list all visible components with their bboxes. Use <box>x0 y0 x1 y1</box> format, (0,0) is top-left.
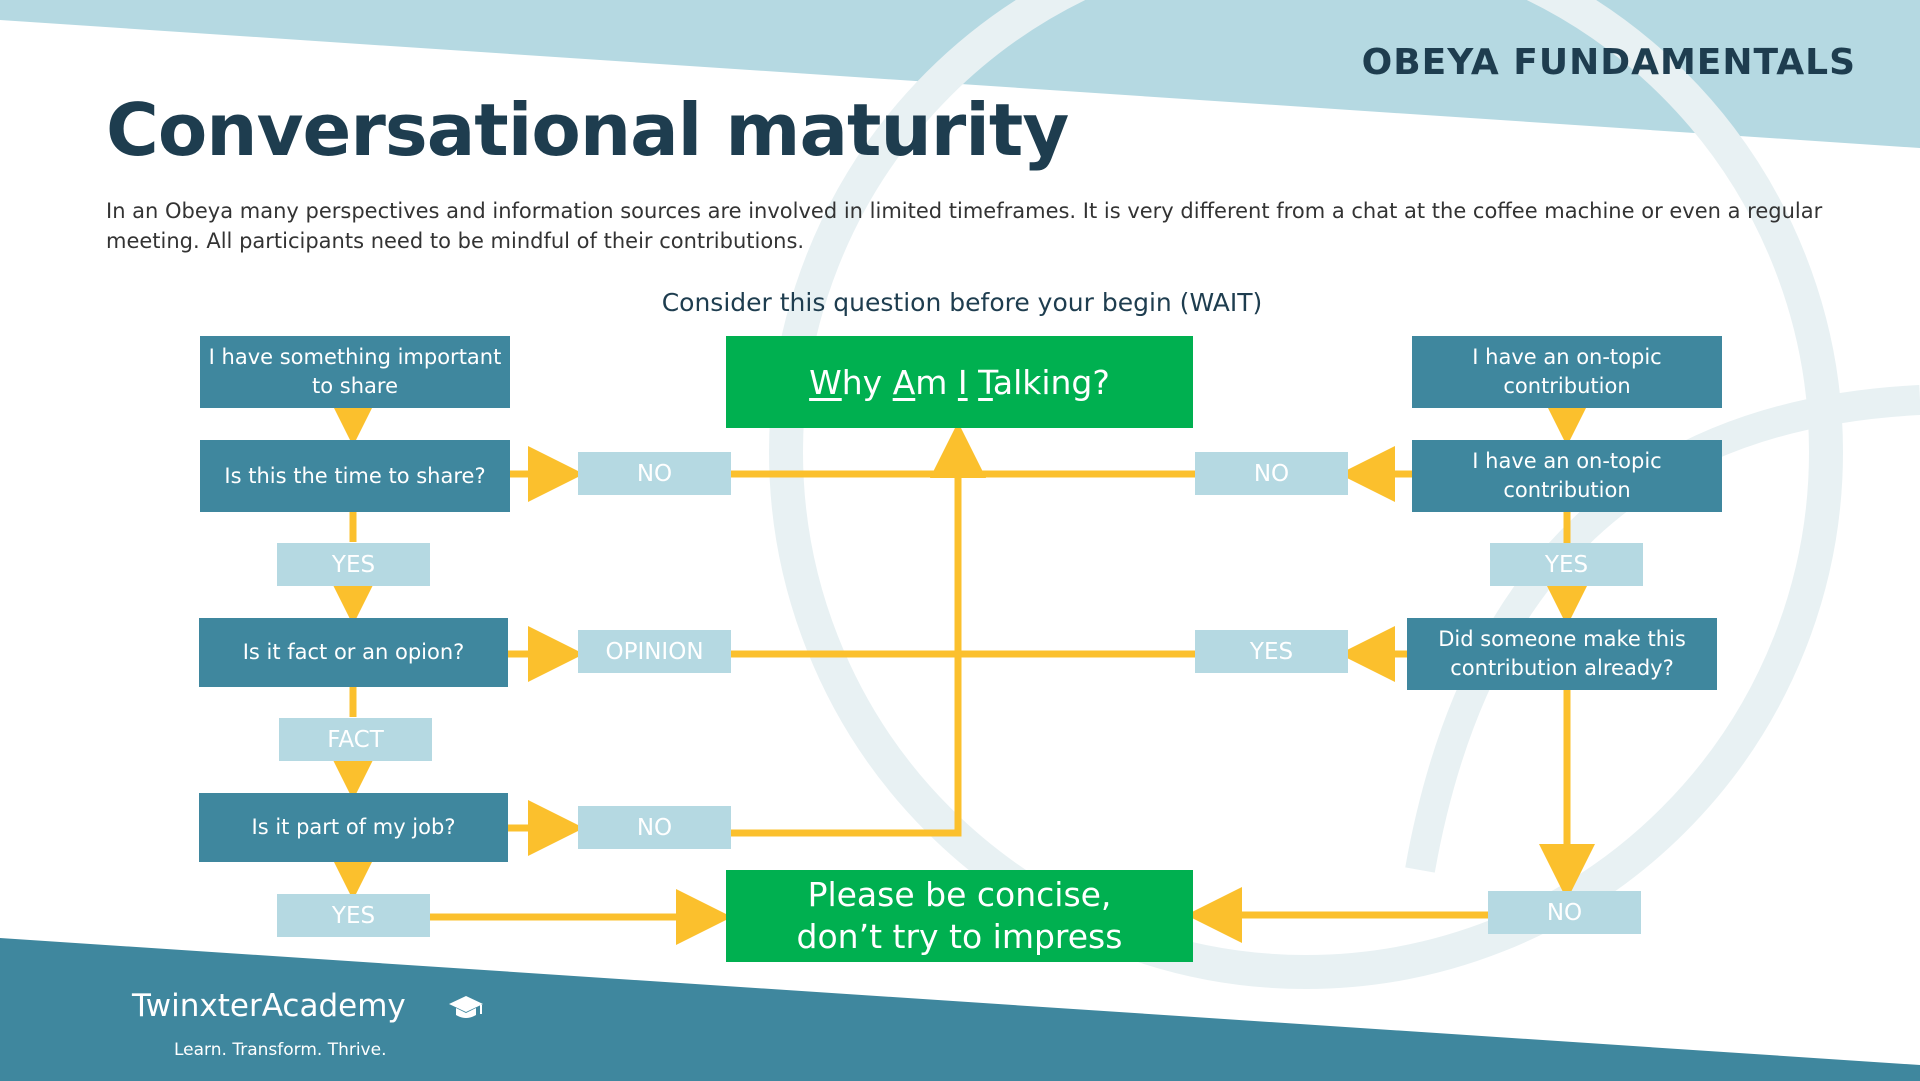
right-question-already: Did someone make this contribution alrea… <box>1407 618 1717 690</box>
page-title: Conversational maturity <box>106 88 1069 172</box>
left-no-time-tag: NO <box>578 452 731 495</box>
be-concise-box: Please be concise, don’t try to impress <box>726 870 1193 962</box>
graduation-cap-icon <box>449 996 483 1018</box>
right-question-ontopic: I have an on-topic contribution <box>1412 440 1722 512</box>
brand-logo-text: TwinxterAcademy <box>132 988 406 1024</box>
left-question-job: Is it part of my job? <box>199 793 508 862</box>
right-no-already-tag: NO <box>1488 891 1641 934</box>
left-question-time: Is this the time to share? <box>200 440 510 512</box>
section-label: OBEYA FUNDAMENTALS <box>1361 42 1856 83</box>
left-question-fact: Is it fact or an opion? <box>199 618 508 687</box>
left-fact-tag: FACT <box>279 718 432 761</box>
why-am-i-talking-box: Why Am I Talking? <box>726 336 1193 428</box>
watermark-arc <box>1405 385 1920 873</box>
right-yes-ontopic-tag: YES <box>1490 543 1643 586</box>
why-am-i-talking-text: Why Am I Talking? <box>809 362 1110 402</box>
diagram-subtitle: Consider this question before your begin… <box>661 288 1263 317</box>
left-opinion-tag: OPINION <box>578 630 731 673</box>
be-concise-line-2: don’t try to impress <box>796 917 1123 956</box>
left-yes-time-tag: YES <box>277 543 430 586</box>
brand-tagline: Learn. Transform. Thrive. <box>174 1040 387 1060</box>
right-no-ontopic-tag: NO <box>1195 452 1348 495</box>
left-yes-job-tag: YES <box>277 894 430 937</box>
right-start-box: I have an on-topic contribution <box>1412 336 1722 408</box>
left-start-box: I have something important to share <box>200 336 510 408</box>
right-yes-already-tag: YES <box>1195 630 1348 673</box>
intro-text: In an Obeya many perspectives and inform… <box>106 199 1823 253</box>
be-concise-line-1: Please be concise, <box>807 875 1112 914</box>
left-no-job-tag: NO <box>578 806 731 849</box>
footer-band <box>0 938 1920 1081</box>
